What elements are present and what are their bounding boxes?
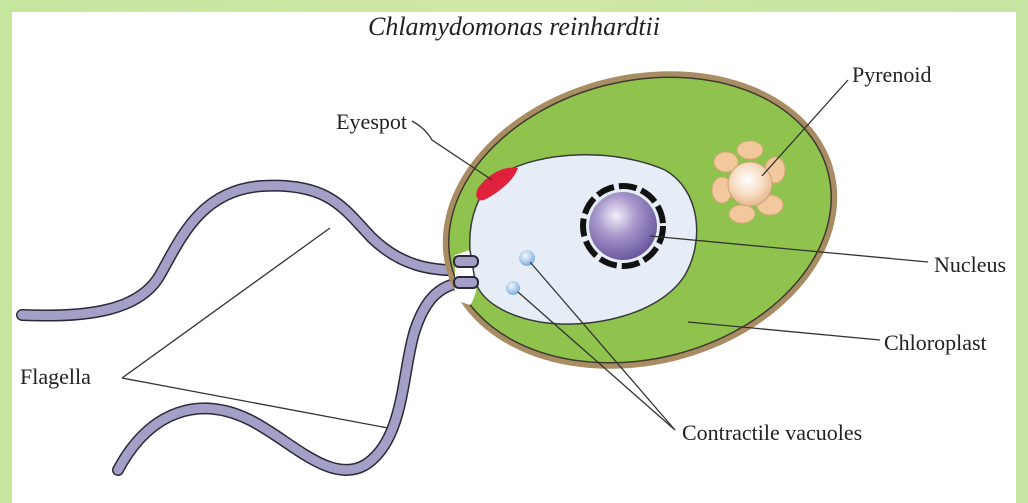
flagella xyxy=(22,186,470,470)
label-pyrenoid: Pyrenoid xyxy=(852,62,931,87)
label-eyespot: Eyespot xyxy=(336,109,407,134)
flagellum-upper xyxy=(22,186,468,316)
label-contractile-vacuoles: Contractile vacuoles xyxy=(682,420,862,445)
basal-body-upper xyxy=(454,256,478,267)
pyrenoid-core xyxy=(728,162,772,206)
flagellum-lower xyxy=(118,282,470,470)
label-nucleus: Nucleus xyxy=(934,252,1006,277)
basal-body-lower xyxy=(454,277,478,288)
contractile-vacuole xyxy=(506,281,520,295)
label-flagella: Flagella xyxy=(20,364,91,389)
contractile-vacuole xyxy=(519,250,535,266)
label-chloroplast: Chloroplast xyxy=(884,330,987,355)
